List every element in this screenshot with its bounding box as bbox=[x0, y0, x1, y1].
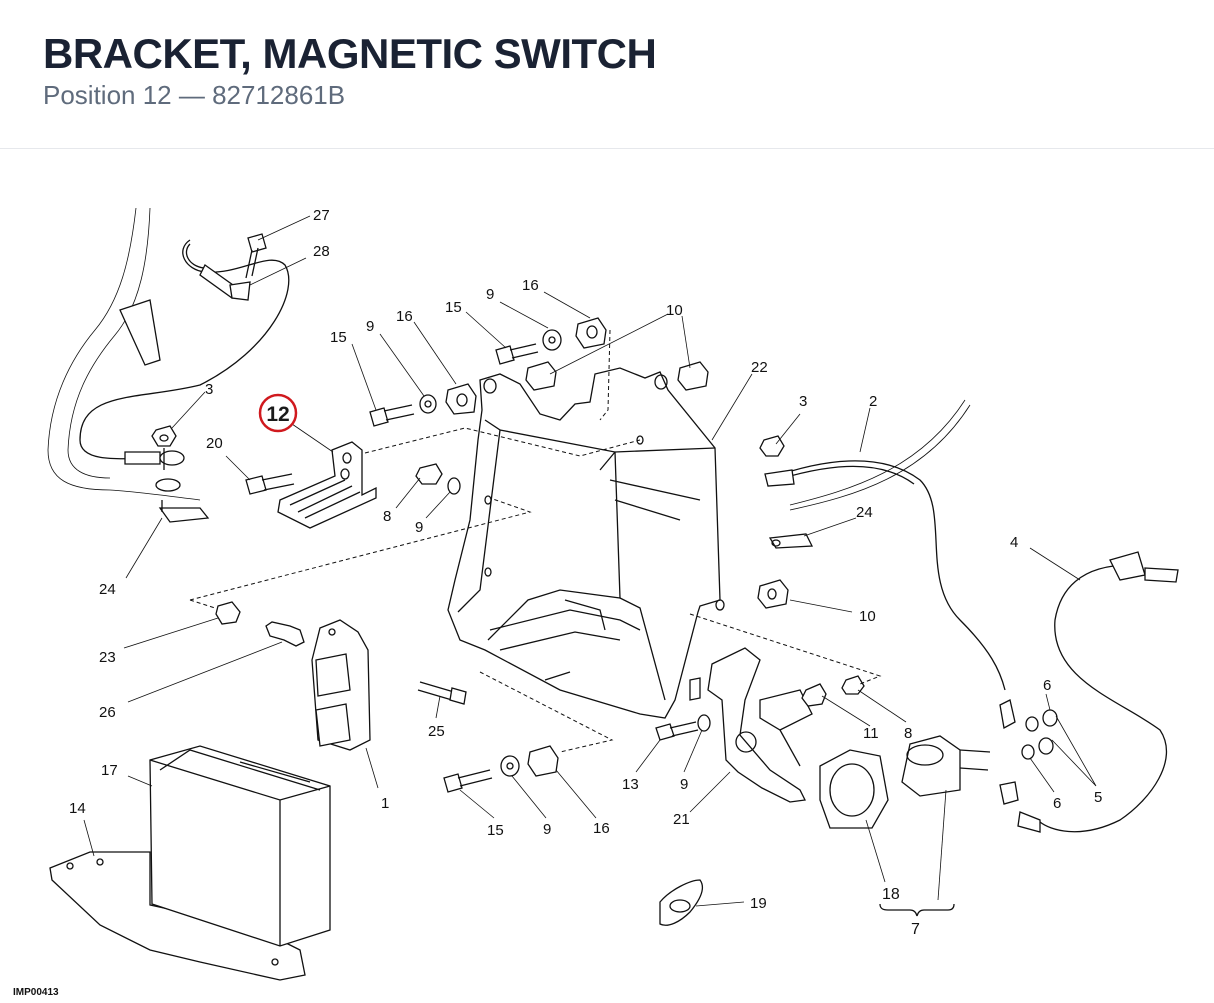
callout-2: 2 bbox=[869, 393, 877, 410]
callout-16: 16 bbox=[396, 308, 413, 325]
nut-8-lower bbox=[841, 675, 865, 695]
hardware-15-9-16-upper-left bbox=[369, 383, 477, 427]
callout-24: 24 bbox=[99, 581, 116, 598]
callout-27: 27 bbox=[313, 207, 330, 224]
callout-20: 20 bbox=[206, 435, 223, 452]
callout-9: 9 bbox=[415, 519, 423, 536]
ground-cable-28 bbox=[79, 239, 290, 466]
callout-1: 1 bbox=[381, 795, 389, 812]
callout-22: 22 bbox=[751, 359, 768, 376]
switch-cover-18 bbox=[819, 749, 889, 829]
bolt-20 bbox=[245, 473, 295, 495]
callout-16: 16 bbox=[593, 820, 610, 837]
main-bracket-22 bbox=[447, 367, 725, 719]
reference-lines bbox=[189, 329, 882, 753]
battery-cable-2 bbox=[764, 399, 1006, 691]
magnetic-switch-bracket-12 bbox=[277, 441, 377, 529]
callout-21: 21 bbox=[673, 811, 690, 828]
control-unit-1 bbox=[311, 619, 371, 751]
pin-26 bbox=[265, 621, 305, 647]
clip-19 bbox=[659, 879, 704, 926]
callout-23: 23 bbox=[99, 649, 116, 666]
page-title: BRACKET, MAGNETIC SWITCH bbox=[43, 30, 657, 77]
callout-11: 11 bbox=[863, 725, 879, 742]
washer-terminal-24-left bbox=[155, 478, 210, 523]
callout-4: 4 bbox=[1010, 534, 1018, 551]
callout-10: 10 bbox=[859, 608, 876, 625]
callout-15: 15 bbox=[330, 329, 347, 346]
terminal-24-right bbox=[768, 533, 814, 549]
callout-12-label: 12 bbox=[266, 403, 289, 426]
spacer-23 bbox=[215, 601, 241, 625]
callout-24: 24 bbox=[856, 504, 873, 521]
callout-28: 28 bbox=[313, 243, 330, 260]
hardware-15-9-16-upper-mid bbox=[495, 317, 607, 365]
callout-13: 13 bbox=[622, 776, 639, 793]
exploded-parts-diagram: 12 27 28 3 20 24 15 9 16 15 9 16 10 22 3… bbox=[47, 207, 1179, 981]
callout-17: 17 bbox=[101, 762, 118, 779]
callout-19: 19 bbox=[750, 895, 767, 912]
callout-5: 5 bbox=[1094, 789, 1102, 806]
callout-16: 16 bbox=[522, 277, 539, 294]
callout-6: 6 bbox=[1043, 677, 1051, 694]
bolt-25 bbox=[417, 681, 467, 705]
callout-3: 3 bbox=[205, 381, 213, 398]
callout-25: 25 bbox=[428, 723, 445, 740]
bolt-27 bbox=[245, 233, 267, 279]
callout-6: 6 bbox=[1053, 795, 1061, 812]
washers-nuts-6-5 bbox=[999, 699, 1058, 805]
bushing-10-top bbox=[525, 361, 709, 391]
magnetic-switch-7 bbox=[901, 735, 991, 797]
nut-washer-8-9-mid bbox=[415, 463, 461, 495]
callout-15: 15 bbox=[445, 299, 462, 316]
callout-3: 3 bbox=[799, 393, 807, 410]
leader-lines bbox=[83, 215, 1097, 917]
callout-10: 10 bbox=[666, 302, 683, 319]
callout-14: 14 bbox=[69, 800, 86, 817]
battery-17 bbox=[149, 745, 331, 947]
wiring-harness-left bbox=[47, 207, 201, 501]
callout-8: 8 bbox=[383, 508, 391, 525]
callout-8: 8 bbox=[904, 725, 912, 742]
callout-7: 7 bbox=[911, 921, 920, 938]
callout-9: 9 bbox=[366, 318, 374, 335]
callout-9: 9 bbox=[680, 776, 688, 793]
callout-9: 9 bbox=[486, 286, 494, 303]
callout-15: 15 bbox=[487, 822, 504, 839]
callout-18: 18 bbox=[882, 886, 900, 903]
hardware-15-9-16-lower bbox=[443, 745, 559, 793]
highlighted-callout-12[interactable]: 12 bbox=[258, 393, 298, 433]
bolt-13-washer-9 bbox=[655, 714, 711, 741]
callout-9: 9 bbox=[543, 821, 551, 838]
header: BRACKET, MAGNETIC SWITCH Position 12 — 8… bbox=[0, 0, 1214, 149]
battery-tray-14 bbox=[49, 851, 306, 981]
callout-labels: 27 28 3 20 24 15 9 16 15 9 16 10 22 3 2 … bbox=[69, 207, 1102, 938]
bushing-10-right bbox=[757, 579, 789, 609]
bracket-21 bbox=[707, 647, 813, 803]
callout-26: 26 bbox=[99, 704, 116, 721]
spacer-11 bbox=[801, 683, 827, 707]
nut-3-left bbox=[151, 425, 177, 470]
cable-4 bbox=[1017, 551, 1179, 833]
drawing-code: IMP00413 bbox=[13, 987, 59, 998]
page-subtitle: Position 12 — 82712861B bbox=[43, 80, 346, 110]
